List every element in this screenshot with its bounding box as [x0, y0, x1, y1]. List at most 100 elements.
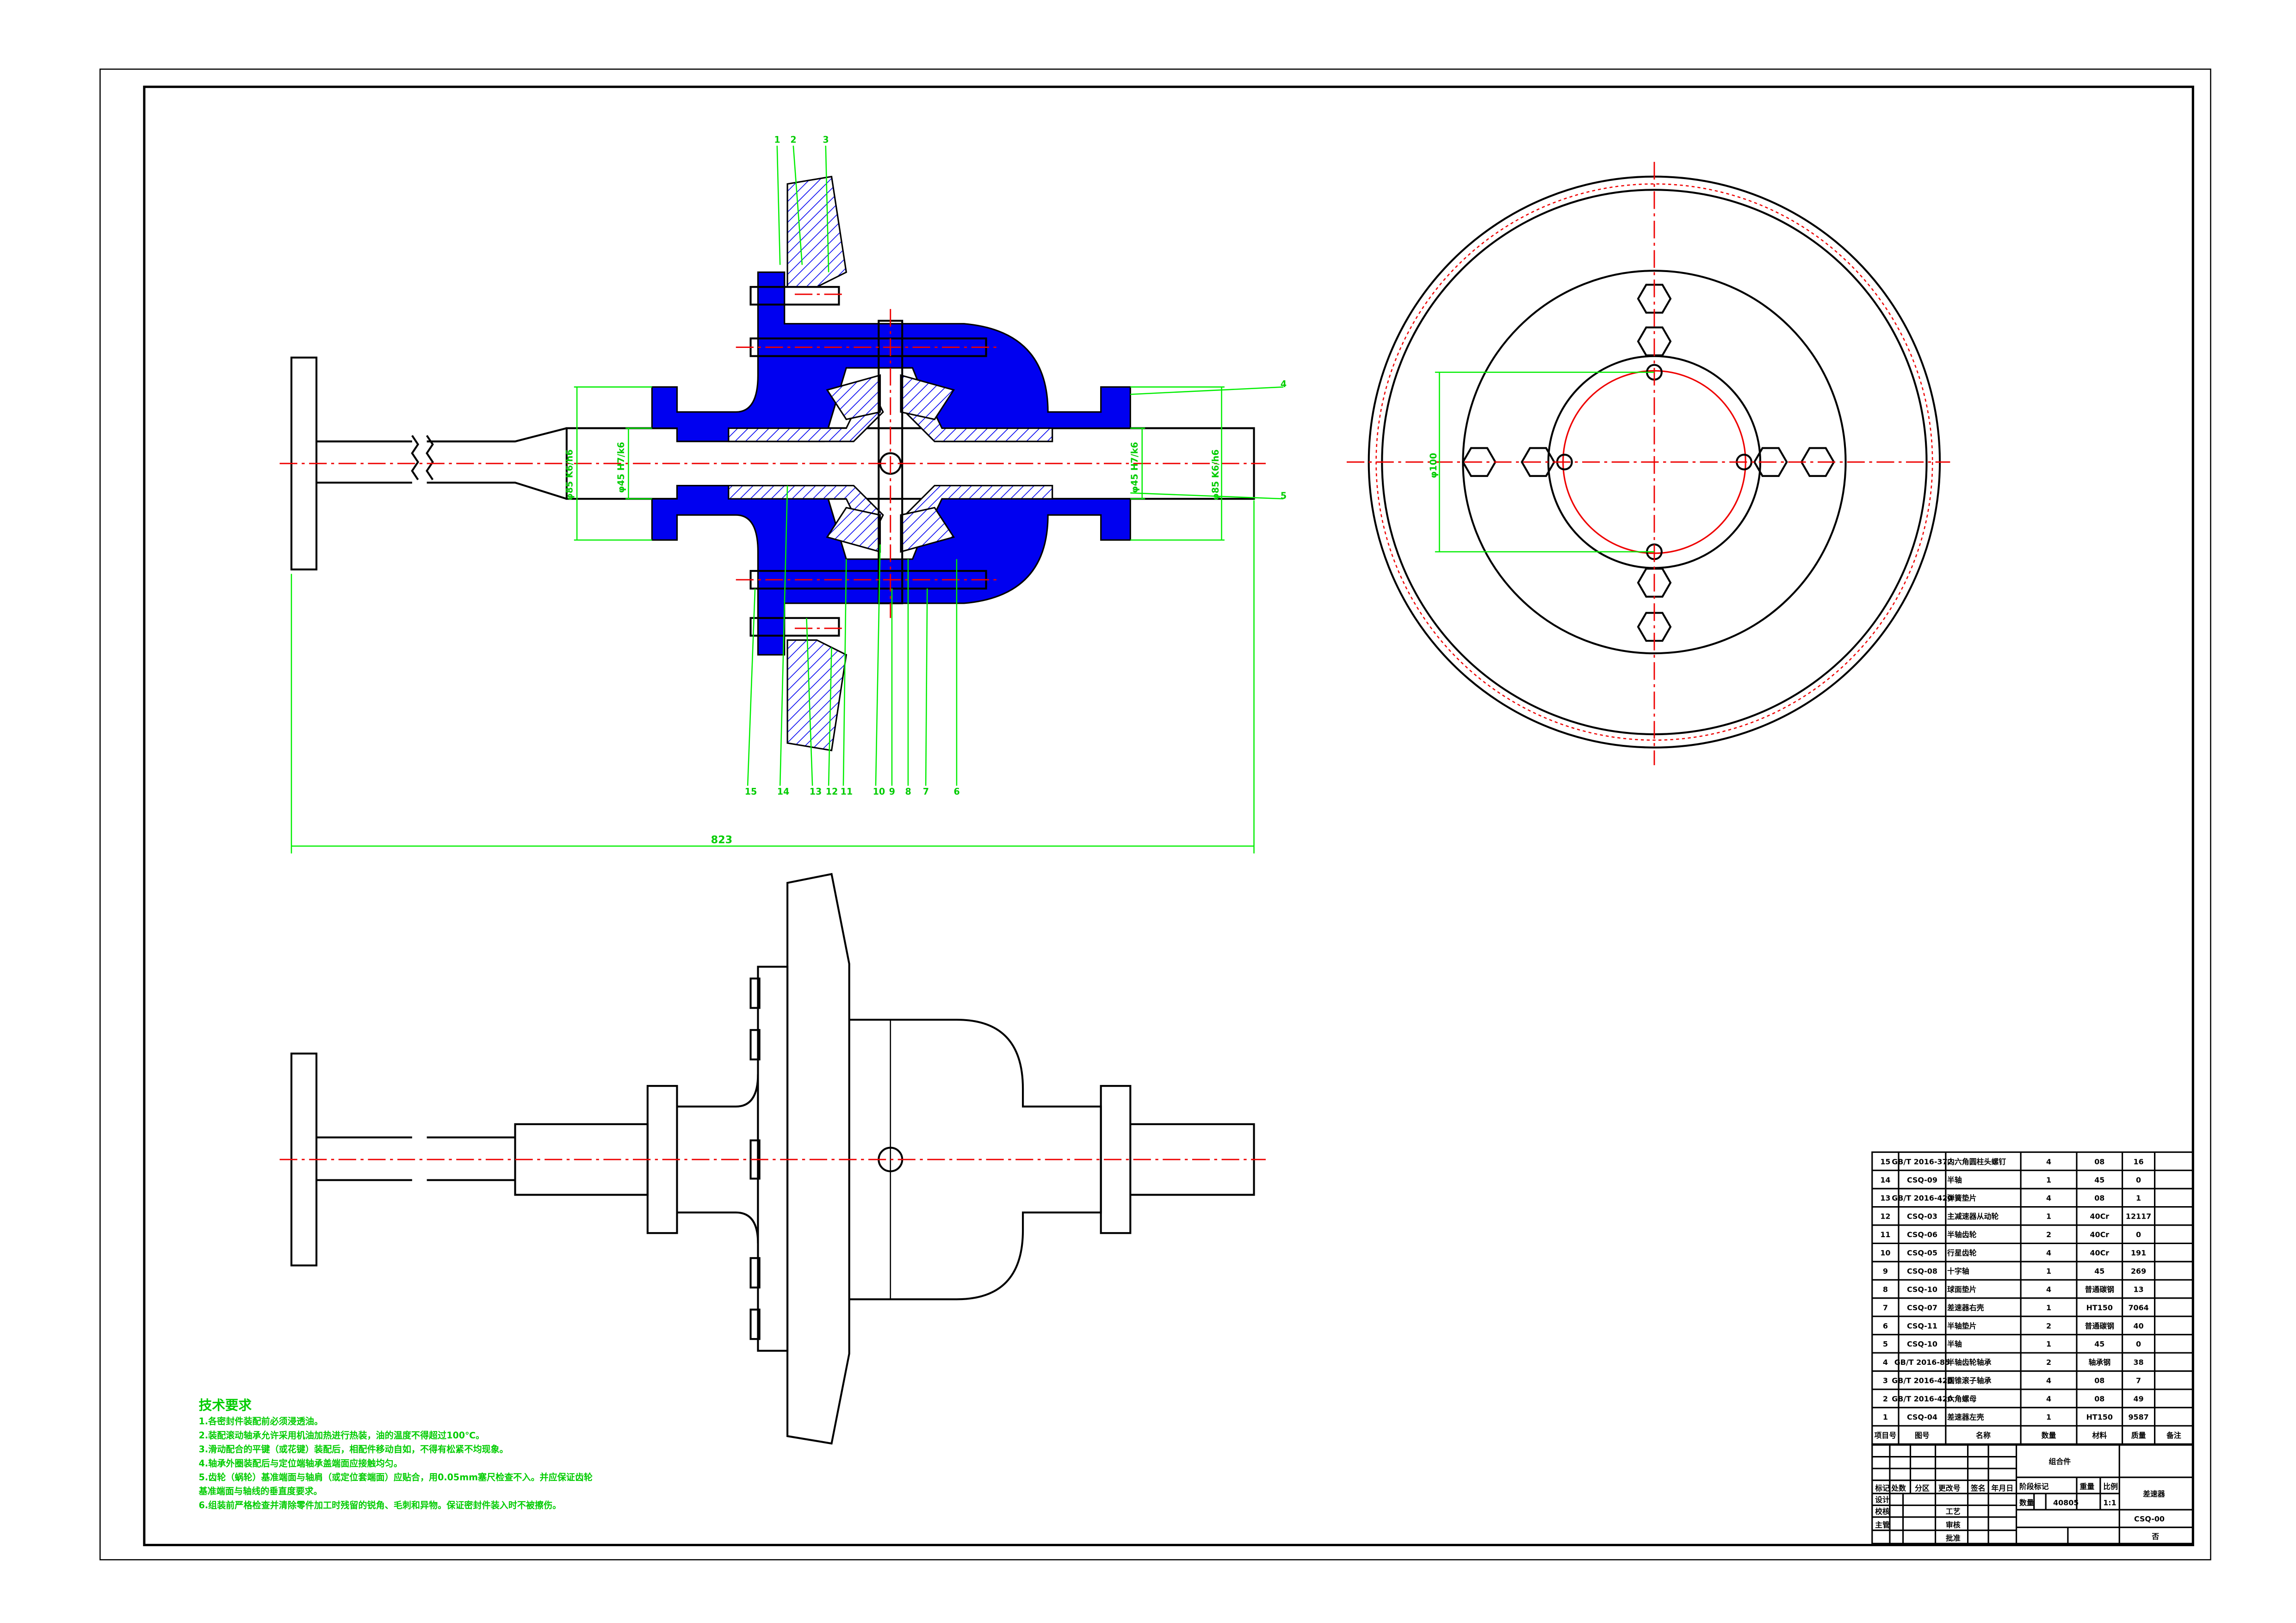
bom-cell-code: CSQ-11 — [1907, 1321, 1937, 1330]
bom-cell-code: CSQ-06 — [1907, 1230, 1937, 1239]
bom-cell-no: 1 — [1883, 1412, 1888, 1421]
bom-cell-no: 3 — [1883, 1376, 1888, 1385]
driven-gear-lower — [786, 639, 848, 751]
bom-cell-code: CSQ-07 — [1907, 1303, 1937, 1312]
bom-cell-code: CSQ-03 — [1907, 1212, 1937, 1221]
bom-cell-mass: 0 — [2136, 1230, 2141, 1239]
rev-header-sign: 签名 — [1970, 1484, 1986, 1493]
balloon-label: 6 — [954, 787, 960, 797]
bom-cell-material: 45 — [2094, 1267, 2104, 1276]
bom-cell-material: 08 — [2094, 1194, 2104, 1202]
scale-value: 1:1 — [2103, 1499, 2116, 1507]
scale-label: 比例 — [2103, 1482, 2118, 1491]
front-view — [279, 873, 1266, 1445]
bom-cell-qty: 1 — [2046, 1267, 2051, 1276]
bom-cell-material: 普通碳钢 — [2085, 1285, 2114, 1294]
bom-cell-code: CSQ-04 — [1907, 1412, 1937, 1421]
drawing-border — [143, 86, 2194, 1546]
approve-label: 批准 — [1946, 1534, 1961, 1542]
bom-cell-name: 球面垫片 — [1947, 1285, 1977, 1294]
hex-nut-icon — [1521, 447, 1555, 477]
bom-cell-material: HT150 — [2086, 1303, 2113, 1312]
bom-cell-no: 8 — [1883, 1285, 1888, 1294]
balloon-6: 6 — [954, 559, 960, 797]
bom-cell-qty: 1 — [2046, 1340, 2051, 1349]
rev-header-date: 年月日 — [1991, 1484, 2013, 1493]
bom-cell-material: 45 — [2094, 1340, 2104, 1349]
bom-cell-no: 2 — [1883, 1394, 1888, 1403]
drawing-type: 组合件 — [2049, 1457, 2071, 1466]
check-label: 校核 — [1875, 1507, 1890, 1516]
outer-frame — [99, 68, 2211, 1561]
balloon-label: 2 — [790, 135, 796, 145]
balloon-14: 14 — [777, 485, 790, 797]
drawing-number: CSQ-00 — [2134, 1515, 2165, 1524]
bom-cell-mass: 13 — [2134, 1285, 2144, 1294]
bom-cell-code: GB/T 2016-420 — [1892, 1376, 1952, 1385]
bom-cell-no: 7 — [1883, 1303, 1888, 1312]
hex-nut-icon — [1637, 612, 1672, 642]
break-mark — [411, 435, 434, 480]
tech-req-item: 基准端面与轴线的垂直度要求。 — [198, 1486, 322, 1497]
bom-cell-code: CSQ-09 — [1907, 1176, 1937, 1184]
bom-cell-material: 08 — [2094, 1394, 2104, 1403]
bom-header: 质量 — [2131, 1431, 2146, 1440]
bom-cell-qty: 2 — [2046, 1321, 2051, 1330]
bom-cell-name: 行星齿轮 — [1947, 1249, 1977, 1258]
balloon-7: 7 — [923, 588, 929, 797]
balloon-label: 14 — [777, 787, 790, 797]
balloon-label: 11 — [841, 787, 853, 797]
weight-value: 40805 — [2053, 1499, 2079, 1507]
bom-cell-mass: 40 — [2134, 1321, 2144, 1330]
bom-cell-qty: 4 — [2046, 1157, 2051, 1166]
bom-header: 项目号 — [1875, 1431, 1897, 1440]
bom-header: 材料 — [2092, 1431, 2107, 1440]
balloon-12: 12 — [826, 647, 838, 797]
bom-cell-mass: 16 — [2134, 1157, 2144, 1166]
bom-cell-material: 40Cr — [2090, 1230, 2109, 1239]
balloon-label: 15 — [745, 787, 757, 797]
dim-bearing-right: φ85 K6/h6 — [1211, 449, 1221, 500]
bom-cell-name: 半轴 — [1947, 1340, 1962, 1349]
bottom-cell: 否 — [2151, 1532, 2159, 1541]
bom-cell-name: 圆锥滚子轴承 — [1947, 1376, 1991, 1385]
bom-cell-name: 六角螺母 — [1947, 1394, 1977, 1403]
bom-cell-code: CSQ-08 — [1907, 1267, 1937, 1276]
bom-cell-name: 十字轴 — [1947, 1267, 1969, 1276]
hex-nut-icon — [1637, 284, 1672, 314]
bom-cell-qty: 4 — [2046, 1394, 2051, 1403]
bom-cell-no: 6 — [1883, 1321, 1888, 1330]
bom-cell-material: 45 — [2094, 1176, 2104, 1184]
rev-header-zone: 分区 — [1915, 1484, 1930, 1493]
balloon-label: 3 — [823, 135, 829, 145]
balloon-label: 12 — [826, 787, 838, 797]
bom-cell-qty: 1 — [2046, 1303, 2051, 1312]
bom-cell-qty: 1 — [2046, 1176, 2051, 1184]
bom-cell-name: 半轴垫片 — [1947, 1321, 1977, 1330]
process-label: 工艺 — [1946, 1507, 1961, 1516]
balloon-label: 7 — [923, 787, 929, 797]
bom-cell-code: GB/T 2016-420 — [1892, 1194, 1952, 1202]
tech-req-title: 技术要求 — [198, 1397, 252, 1413]
balloon-5: 5 — [1130, 491, 1287, 501]
bom-cell-material: 08 — [2094, 1157, 2104, 1166]
balloon-label: 1 — [774, 135, 780, 145]
bom-cell-code: CSQ-10 — [1907, 1285, 1937, 1294]
bom-cell-material: HT150 — [2086, 1412, 2113, 1421]
bom-cell-material: 轴承钢 — [2088, 1358, 2110, 1367]
bom-cell-mass: 12117 — [2126, 1212, 2151, 1221]
qty-label: 数量 — [2019, 1499, 2034, 1507]
bom-cell-no: 9 — [1883, 1267, 1888, 1276]
bom-cell-mass: 7064 — [2128, 1303, 2148, 1312]
balloon-11: 11 — [841, 559, 853, 797]
bom-header: 名称 — [1976, 1431, 1991, 1440]
bom-cell-name: 主减速器从动轮 — [1947, 1212, 1999, 1221]
bom-cell-name: 半轴 — [1947, 1176, 1962, 1184]
review-label: 审核 — [1946, 1520, 1961, 1529]
title-block: 标记 处数 分区 更改号 签名 年月日 设计 校核 主管 工艺 审核 批准 组合… — [1871, 1444, 2194, 1544]
